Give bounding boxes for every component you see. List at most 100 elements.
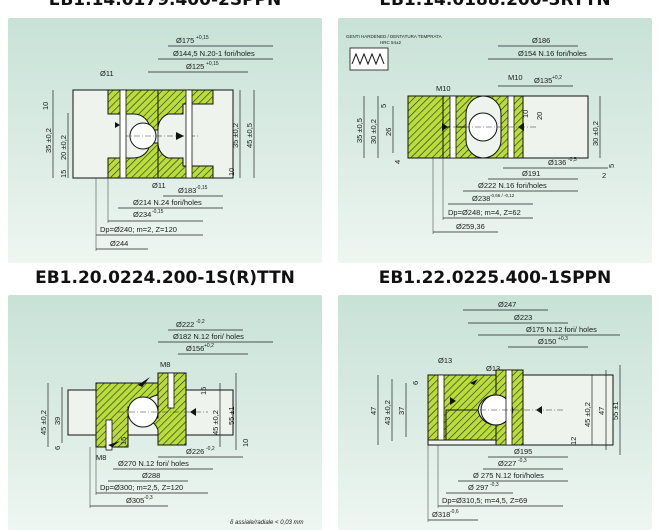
dim-d222-tol: -0,2 — [196, 319, 205, 325]
dim-h47-right: 47 — [597, 407, 606, 415]
bearing-section-drawing-4: Ø247 Ø223 Ø175 N.12 fori/ holes Ø150 +0,… — [369, 300, 621, 522]
dim-d318-tol: -0,6 — [450, 509, 459, 515]
dim-d175: Ø175 N.12 fori/ holes — [526, 325, 597, 334]
bearing-section-drawing-1: Ø175 +0,15 Ø144,5 N.20-1 fori/holes Ø125… — [41, 35, 273, 251]
dim-d226: Ø226 — [186, 447, 204, 456]
panel-2-drawing: GENTI HARDENED / DENTATURA TEMPRATA HRC … — [338, 18, 652, 263]
dim-h35: 35 ±0,5 — [355, 118, 364, 143]
dim-d222: Ø222 — [176, 320, 194, 329]
dim-d125-tol: +0,15 — [206, 61, 219, 67]
dim-m10-right: M10 — [508, 73, 523, 82]
dim-h37: 37 — [397, 407, 406, 415]
dim-d182: Ø182 N.12 fori/ holes — [173, 332, 244, 341]
dim-h10-bottom: 10 — [227, 168, 236, 176]
dim-d150-tol: +0,3 — [558, 336, 568, 342]
dim-h10: 10 — [521, 110, 530, 118]
dim-d227: Ø227 — [498, 459, 516, 468]
dim-d154: Ø154 N.16 fori/holes — [518, 49, 587, 58]
dim-dp: Dp=Ø310,5; m=4,5, Z=69 — [442, 496, 527, 505]
gear-tooth-icon — [349, 47, 389, 71]
dim-h20: 20 ±0,2 — [59, 135, 68, 160]
dim-h39: 39 — [53, 417, 62, 425]
dim-h12: 12 — [569, 437, 578, 445]
dim-d175: Ø175 — [176, 36, 194, 45]
dim-d297: Ø 297 — [468, 483, 488, 492]
dim-d270: Ø270 N.12 fori/ holes — [118, 459, 189, 468]
dim-d135: Ø135 — [534, 76, 552, 85]
dim-d186: Ø186 — [532, 36, 550, 45]
bearing-section-drawing-2: GENTI HARDENED / DENTATURA TEMPRATA HRC … — [346, 34, 616, 234]
panel-4-title: EB1.22.0225.400-1SPPN — [378, 268, 612, 288]
dim-d234: Ø234 — [133, 210, 151, 219]
dim-h6: 6 — [411, 381, 420, 385]
bearing-section-drawing-3: Ø222 -0,2 Ø182 N.12 fori/ holes Ø156 +0,… — [39, 319, 304, 526]
dim-d226-tol: -0,2 — [206, 446, 215, 452]
panel-3-drawing: Ø222 -0,2 Ø182 N.12 fori/ holes Ø156 +0,… — [8, 295, 322, 530]
dim-h15: 15 — [199, 387, 208, 395]
dim-h26: 26 — [384, 128, 393, 136]
dim-d297-tol: -0,3 — [490, 482, 499, 488]
dim-h10: 10 — [41, 102, 50, 110]
dim-d259: Ø259,36 — [456, 222, 485, 231]
dim-d195: Ø195 — [514, 447, 532, 456]
tolerance-note: δ assiale/radiale < 0,03 mm — [230, 520, 304, 526]
dim-h55: 55 ±1 — [611, 401, 620, 420]
panel-3-title: EB1.20.0224.200-1S(R)TTN — [35, 268, 295, 288]
dim-h35: 35 ±0,2 — [44, 128, 53, 153]
dim-d13-left: Ø13 — [438, 356, 452, 365]
dim-d183: Ø183 — [178, 186, 196, 195]
dim-d136: Ø136 — [548, 158, 566, 167]
dim-h30: 30 ±0,2 — [369, 119, 378, 144]
panel-4-drawing: Ø247 Ø223 Ø175 N.12 fori/ holes Ø150 +0,… — [338, 295, 652, 530]
dim-d227-tol: -0,3 — [518, 458, 527, 464]
dim-d288: Ø288 — [142, 471, 160, 480]
dim-d13-right: Ø13 — [486, 364, 500, 373]
dim-h45-right: 45 ±0,2 — [583, 402, 592, 427]
panel-1-drawing: Ø175 +0,15 Ø144,5 N.20-1 fori/holes Ø125… — [8, 18, 322, 263]
dim-d238-tol: -0,66 / -0,12 — [490, 193, 515, 198]
dim-d223: Ø223 — [514, 313, 532, 322]
dim-d135-tol: +0,2 — [552, 75, 562, 81]
dim-d305-tol: -0,3 — [144, 495, 153, 501]
dim-d183-tol: -0,15 — [196, 185, 208, 191]
dim-d156: Ø156 — [186, 344, 204, 353]
dim-d125: Ø125 — [186, 62, 204, 71]
dim-h30-right: 30 ±0,2 — [591, 121, 600, 146]
dim-h45: 45 ±0,2 — [39, 410, 48, 435]
dim-h43: 43 ±0,2 — [383, 400, 392, 425]
panel-1-title: EB1.14.0179.400-2SPPN — [48, 0, 282, 10]
dim-d11-bottom: Ø11 — [152, 181, 166, 190]
dim-d191: Ø191 — [522, 169, 540, 178]
dim-h15: 15 — [59, 170, 68, 178]
dim-m10-left: M10 — [436, 84, 451, 93]
dim-h5: 5 — [379, 104, 388, 108]
dim-d305: Ø305 — [126, 496, 144, 505]
dim-dp: Dp=Ø300; m=2,5, Z=120 — [100, 483, 183, 492]
dim-h35-right: 35 ±0,2 — [231, 123, 240, 148]
dim-h15-left: 15 — [119, 437, 128, 445]
dim-dp: Dp=Ø240; m=2, Z=120 — [100, 225, 177, 234]
dim-h5-right: 5 — [607, 164, 616, 168]
dim-d11-top: Ø11 — [100, 69, 114, 78]
dim-m8-bottom: M8 — [96, 453, 106, 462]
dim-h47: 47 — [369, 407, 378, 415]
dim-d136-tol: -0,5 — [568, 157, 577, 163]
dim-d222: Ø222 N.16 fori/holes — [478, 181, 547, 190]
dim-d234-tol: -0,15 — [152, 209, 164, 215]
dim-d275: Ø 275 N.12 fori/holes — [473, 471, 544, 480]
dim-d156-tol: +0,2 — [204, 343, 214, 349]
dim-d247: Ø247 — [498, 300, 516, 309]
dim-d1445: Ø144,5 N.20-1 fori/holes — [173, 49, 255, 58]
dim-h20: 20 — [535, 112, 544, 120]
note-hardened: GENTI HARDENED / DENTATURA TEMPRATA — [346, 34, 442, 39]
dim-h6: 6 — [53, 446, 62, 450]
dim-d318: Ø318 — [432, 510, 450, 519]
dim-d214: Ø214 N.24 fori/holes — [133, 198, 202, 207]
dim-d175-tol: +0,15 — [196, 35, 209, 41]
dim-dp: Dp=Ø248; m=4, Z=62 — [448, 208, 521, 217]
panel-2-title: EB1.14.0188.200-3RTTN — [379, 0, 611, 10]
dim-d244: Ø244 — [110, 239, 128, 248]
dim-h45-right: 45 ±0,2 — [211, 410, 220, 435]
note-hrc: HRC 54±2 — [380, 40, 401, 45]
dim-d238: Ø238 — [472, 194, 490, 203]
